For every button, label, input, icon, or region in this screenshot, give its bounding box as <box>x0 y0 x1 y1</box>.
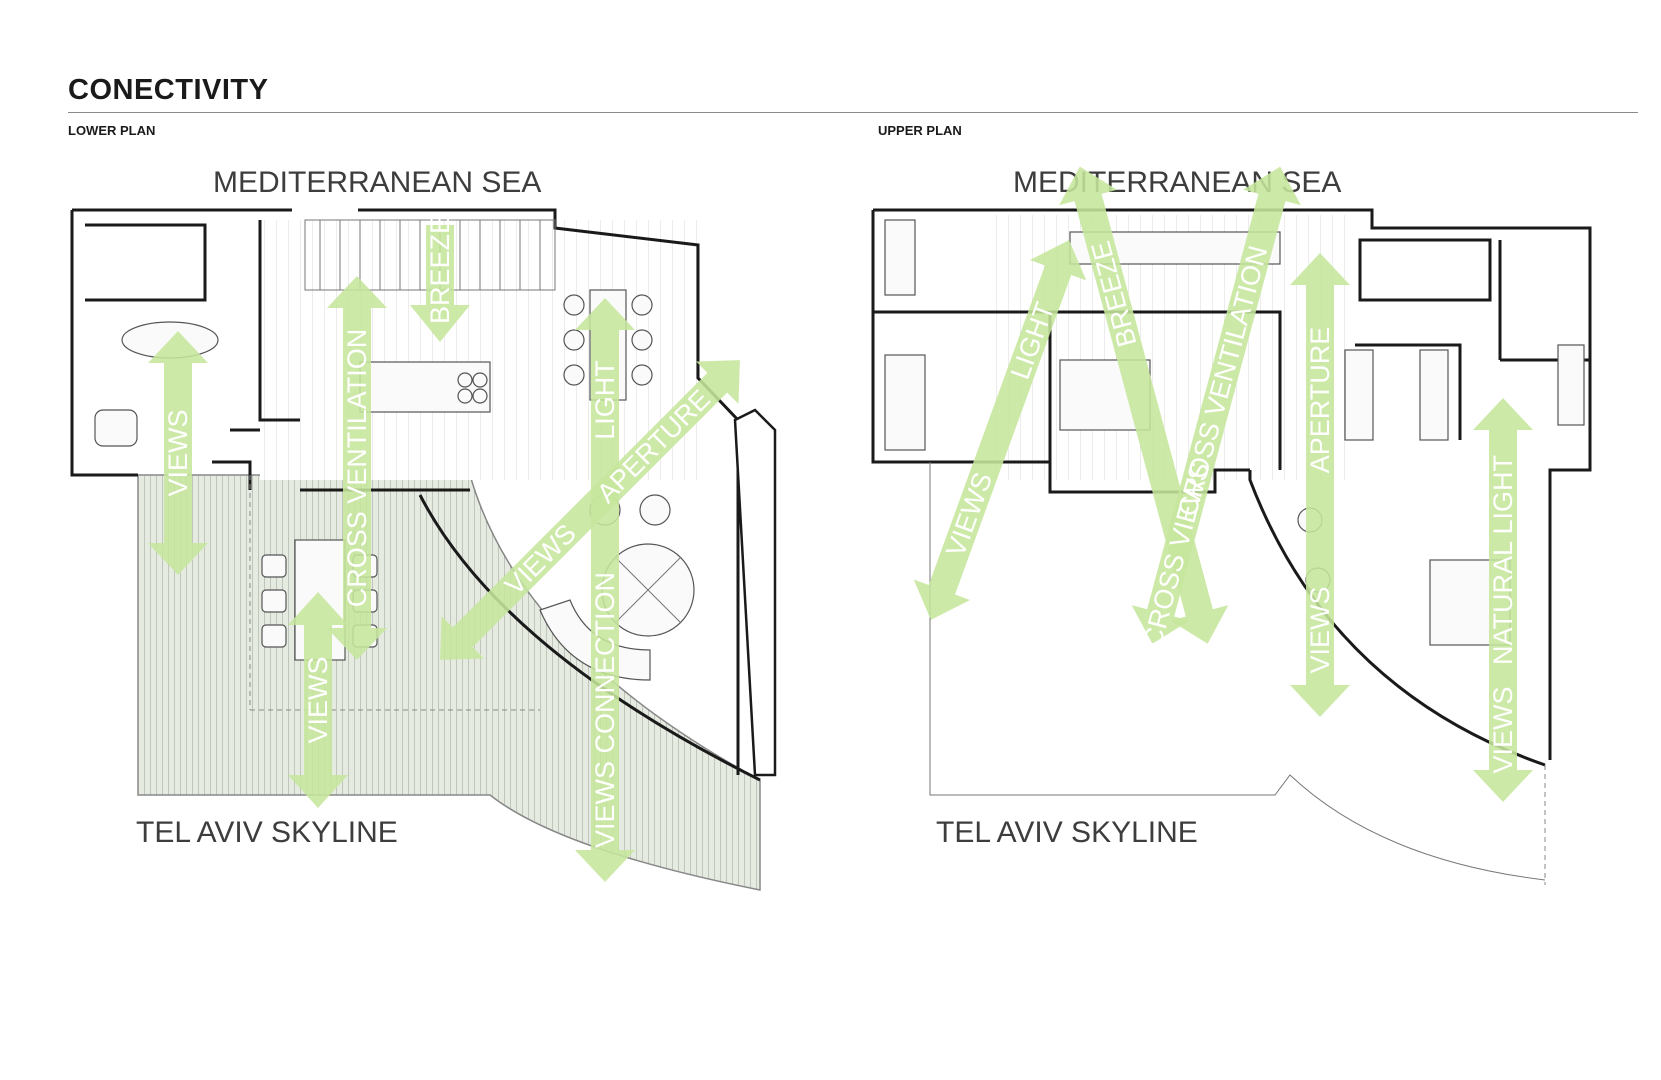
upper-walls <box>871 208 1592 767</box>
svg-text:BREEZE: BREEZE <box>425 216 455 324</box>
svg-text:LIGHT: LIGHT <box>590 360 620 440</box>
svg-text:VIEWS: VIEWS <box>303 656 333 743</box>
svg-text:VIEWS: VIEWS <box>1488 686 1518 773</box>
upper-bathtub <box>884 219 916 296</box>
arrow-upper-aperture: APERTURE VIEWS <box>1290 253 1350 717</box>
upper-plan-label: UPPER PLAN <box>878 123 962 138</box>
svg-text:APERTURE: APERTURE <box>1305 327 1335 474</box>
arrow-lower-breeze: BREEZE <box>410 216 470 342</box>
svg-text:VIEWS: VIEWS <box>499 518 582 601</box>
upper-bottom-location: TEL AVIV SKYLINE <box>936 816 1198 849</box>
title-divider <box>68 112 1638 113</box>
lower-plan-label: LOWER PLAN <box>68 123 156 138</box>
arrow-lower-views-1: VIEWS <box>148 331 208 575</box>
svg-text:VIEWS CONNECTION: VIEWS CONNECTION <box>590 572 620 848</box>
lower-top-location: MEDITERRANEAN SEA <box>213 166 541 199</box>
lower-partitions <box>85 220 300 432</box>
svg-text:CROSS VENTILATION: CROSS VENTILATION <box>342 329 372 608</box>
svg-text:NATURAL LIGHT: NATURAL LIGHT <box>1488 455 1518 665</box>
upper-roof-outline <box>929 462 1546 881</box>
upper-bed-left <box>884 354 926 451</box>
arrow-lower-cross-ventilation: CROSS VENTILATION <box>327 276 387 660</box>
arrow-lower-views-2: VIEWS <box>288 592 348 808</box>
svg-text:VIEWS: VIEWS <box>940 469 998 561</box>
lower-bottom-location: TEL AVIV SKYLINE <box>136 816 398 849</box>
lower-walls <box>70 208 761 782</box>
arrow-lower-light: LIGHT VIEWS CONNECTION <box>575 298 635 882</box>
arrow-upper-natural-light: NATURAL LIGHT VIEWS <box>1473 398 1533 802</box>
svg-text:VIEWS: VIEWS <box>163 409 193 496</box>
lower-east-wall <box>733 408 777 777</box>
svg-text:VIEWS: VIEWS <box>1305 586 1335 673</box>
lower-kitchen-island <box>359 361 491 413</box>
page-title: CONECTIVITY <box>68 74 269 106</box>
